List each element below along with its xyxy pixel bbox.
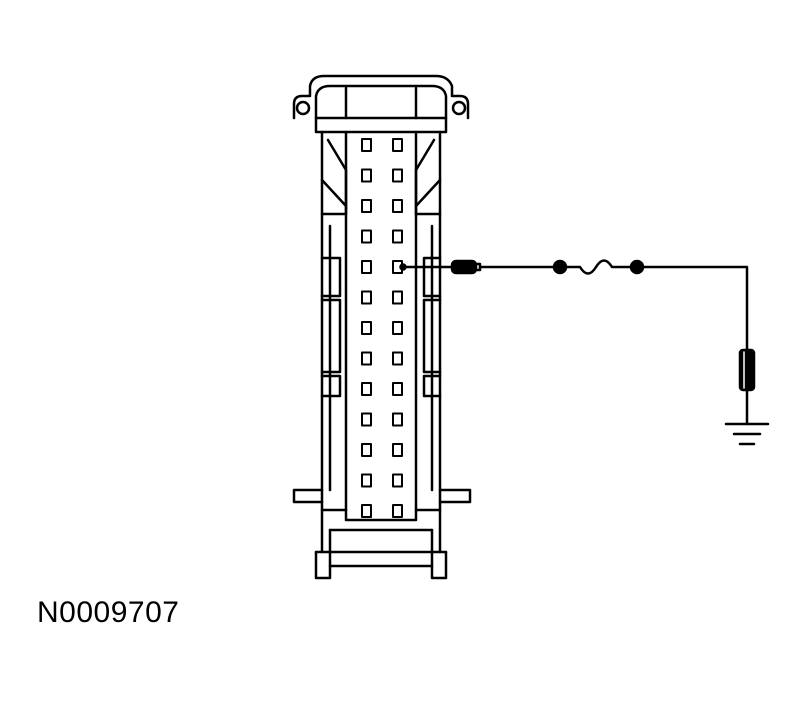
connector-pin [361, 229, 372, 244]
connector-pin [361, 412, 372, 427]
connector-pin [361, 443, 372, 457]
connector-pin [361, 199, 372, 213]
connector-pin [361, 504, 372, 518]
connector-pin [392, 473, 403, 488]
connector-pin [392, 229, 403, 244]
connector-pin [392, 443, 403, 457]
connector-pin [361, 168, 372, 183]
connector-pin [392, 321, 403, 335]
connector-pin [392, 199, 403, 213]
connector-pin [392, 351, 403, 366]
connector-body [292, 74, 472, 580]
mounting-ear-left [295, 100, 311, 116]
mounting-ear-right [451, 100, 467, 116]
connector-pin [361, 351, 372, 366]
connector-pin [392, 382, 403, 396]
connector-pin [361, 290, 372, 305]
fuse-symbol [552, 259, 645, 275]
figure-id-label: N0009707 [37, 596, 180, 629]
connector-pin-grid [361, 138, 403, 518]
connector-pin [361, 473, 372, 488]
test-circuit [399, 259, 770, 446]
connector-pin [392, 290, 403, 305]
ground-probe [738, 348, 756, 426]
ground-symbol [724, 422, 770, 446]
connector-pin [361, 138, 372, 152]
connector-pin [392, 504, 403, 518]
connector-pin [361, 382, 372, 396]
probe-tip [438, 259, 482, 275]
connector-pin [392, 138, 403, 152]
connector-pin [361, 321, 372, 335]
connector-pin [361, 260, 372, 274]
wire-to-ground [635, 265, 749, 352]
connector-pin [392, 412, 403, 427]
connector-pin [392, 168, 403, 183]
